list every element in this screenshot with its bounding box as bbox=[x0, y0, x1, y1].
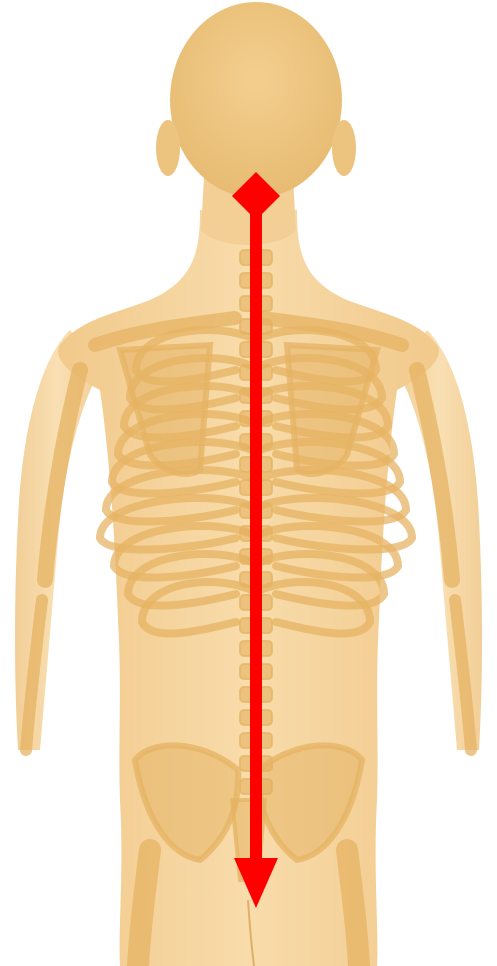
head bbox=[170, 2, 342, 198]
right-femur bbox=[347, 850, 359, 966]
left-femur bbox=[138, 850, 150, 966]
right-ear bbox=[332, 120, 356, 176]
left-ear bbox=[156, 120, 180, 176]
arrow-shaft bbox=[250, 200, 262, 880]
